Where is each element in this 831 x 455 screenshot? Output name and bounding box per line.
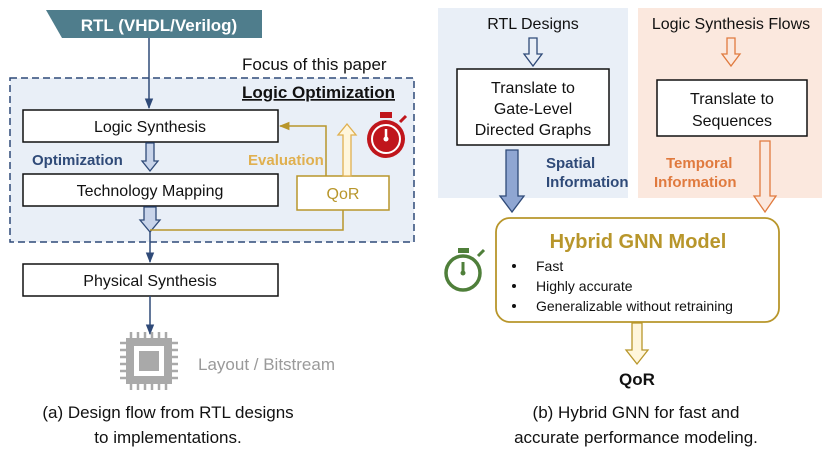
spatial-info-line1: Spatial bbox=[546, 155, 595, 172]
temporal-info-line2: Information bbox=[654, 174, 737, 191]
focus-label: Focus of this paper bbox=[242, 55, 387, 74]
rtl-banner bbox=[46, 10, 262, 38]
rtl-designs-arrow bbox=[522, 37, 544, 68]
mapping-output-arrow bbox=[138, 206, 162, 234]
synthesis-flows-arrow bbox=[720, 37, 742, 68]
translate-graphs-line3: Directed Graphs bbox=[475, 122, 592, 139]
spatial-info-arrow bbox=[498, 149, 526, 214]
bullet-dot bbox=[512, 284, 516, 288]
model-bullet-fast: Fast bbox=[536, 258, 563, 274]
optimization-label: Optimization bbox=[32, 152, 123, 169]
caption-a-line2: to implementations. bbox=[94, 428, 241, 447]
hybrid-gnn-model-box bbox=[495, 217, 780, 323]
bullet-dot bbox=[512, 264, 516, 268]
logic-synthesis-box bbox=[22, 109, 279, 143]
temporal-info-arrow bbox=[752, 140, 778, 214]
qor-label: QoR bbox=[327, 186, 360, 203]
translate-sequences-line1: Translate to bbox=[690, 91, 774, 108]
layout-bitstream-label: Layout / Bitstream bbox=[198, 355, 335, 374]
stopwatch-green-icon bbox=[444, 248, 486, 292]
technology-mapping-box bbox=[22, 173, 279, 207]
netlist-to-qor-line bbox=[150, 210, 344, 231]
model-bullet-accurate: Highly accurate bbox=[536, 278, 633, 294]
stopwatch-red-icon bbox=[367, 112, 408, 158]
model-bullet-generalizable: Generalizable without retraining bbox=[536, 298, 733, 314]
model-output-qor: QoR bbox=[619, 370, 655, 389]
rtl-banner-label: RTL (VHDL/Verilog) bbox=[81, 16, 237, 35]
hybrid-gnn-model-title: Hybrid GNN Model bbox=[550, 231, 727, 253]
translate-sequences-box bbox=[656, 79, 808, 137]
feedback-arrow bbox=[278, 121, 327, 176]
evaluation-arrow bbox=[336, 122, 358, 177]
caption-b-line2: accurate performance modeling. bbox=[514, 428, 758, 447]
translate-sequences-line2: Sequences bbox=[692, 113, 772, 130]
spatial-info-line2: Information bbox=[546, 174, 629, 191]
caption-a-line1: (a) Design flow from RTL designs bbox=[42, 403, 293, 422]
technology-mapping-label: Technology Mapping bbox=[77, 183, 224, 200]
logic-synthesis-flows-label: Logic Synthesis Flows bbox=[652, 16, 810, 33]
translate-graphs-box bbox=[456, 68, 610, 146]
optimization-arrow bbox=[140, 142, 160, 173]
translate-graphs-line1: Translate to bbox=[491, 80, 575, 97]
evaluation-label: Evaluation bbox=[248, 152, 324, 169]
chip-icon bbox=[120, 332, 178, 390]
logic-synthesis-label: Logic Synthesis bbox=[94, 119, 206, 136]
focus-title: Logic Optimization bbox=[242, 83, 395, 102]
translate-graphs-line2: Gate-Level bbox=[494, 101, 572, 118]
physical-synthesis-label: Physical Synthesis bbox=[83, 273, 216, 290]
caption-b-line1: (b) Hybrid GNN for fast and bbox=[533, 403, 740, 422]
temporal-info-line1: Temporal bbox=[666, 155, 732, 172]
model-output-arrow bbox=[624, 322, 650, 366]
bullet-dot bbox=[512, 304, 516, 308]
rtl-designs-label: RTL Designs bbox=[487, 16, 579, 33]
physical-synthesis-box bbox=[22, 263, 279, 297]
